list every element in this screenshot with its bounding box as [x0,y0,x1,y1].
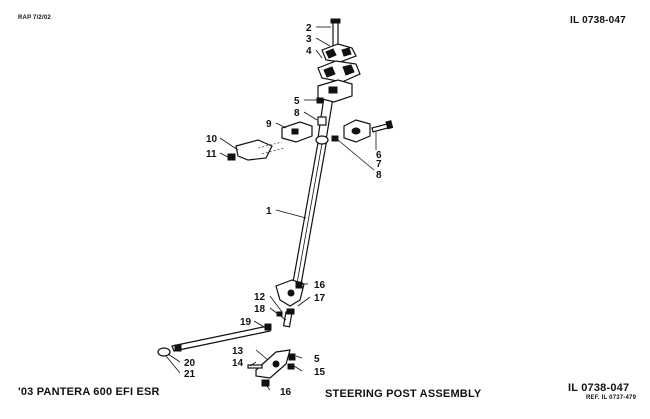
model-title: '03 PANTERA 600 EFI ESR [18,386,160,398]
callout-15: 15 [314,367,326,378]
callout-8-lower: 8 [376,170,382,181]
top-bolt [330,18,341,47]
upper-clamp [317,43,361,83]
steering-post-shaft [291,89,335,291]
callout-3: 3 [306,34,312,45]
callout-4: 4 [306,46,312,57]
illustration-number-bottom: IL 0738-047 [568,382,630,394]
callout-14: 14 [232,358,244,369]
top-mount-block [317,79,353,103]
bottom-mount-plate [247,349,296,387]
callout-1: 1 [266,206,272,217]
callout-11: 11 [206,149,217,160]
date-code: RAP 7/2/02 [18,15,51,21]
right-bracket [331,119,394,143]
callout-10: 10 [206,134,218,145]
callout-5-upper: 5 [294,96,300,107]
callout-19: 19 [240,317,252,328]
mid-bushing-group [281,97,329,145]
callout-9: 9 [266,119,272,130]
callout-7: 7 [376,159,382,170]
callout-16-lower: 16 [280,387,292,398]
callout-2: 2 [306,23,312,34]
callout-5-lower: 5 [314,354,320,365]
callout-16-upper: 16 [314,280,326,291]
illustration-number-top: IL 0738-047 [570,15,626,26]
callout-18: 18 [254,304,266,315]
callout-12: 12 [254,292,266,303]
callout-6: 6 [376,150,382,161]
left-bracket [227,139,285,161]
tie-rod [157,323,272,357]
callout-13: 13 [232,346,244,357]
assembly-title: STEERING POST ASSEMBLY [325,388,482,400]
callout-labels: 2 3 4 5 8 9 10 11 6 7 8 1 16 17 12 18 19… [184,23,382,398]
callout-8-upper: 8 [294,108,300,119]
reference-illustration: REF. IL 0737-479 [586,395,637,401]
lower-steering-arm [275,279,305,328]
callout-20: 20 [184,358,196,369]
callout-17: 17 [314,293,326,304]
callout-21: 21 [184,369,196,380]
leader-lines [165,26,377,391]
